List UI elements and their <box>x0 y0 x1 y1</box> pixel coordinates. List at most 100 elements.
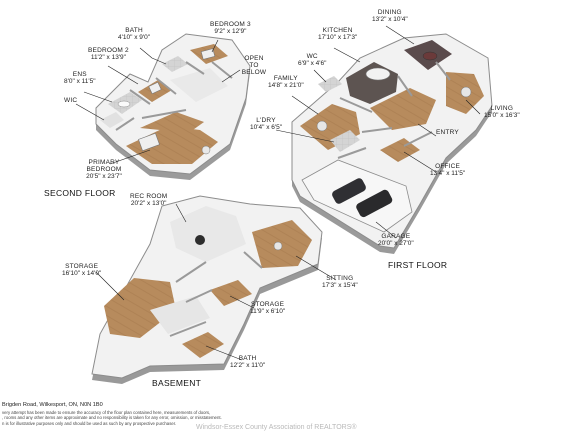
leader-rec <box>175 203 187 223</box>
label-wc: WC 6'9" x 4'6" <box>298 53 327 68</box>
label-family: FAMILY 14'8" x 21'0" <box>268 75 304 90</box>
room-dims: 11'9" x 6'10" <box>250 307 286 315</box>
room-name: BATH <box>125 27 143 34</box>
disclaimer-line-3: n is for illustrative purposes only and … <box>2 420 177 426</box>
room-name: REC ROOM <box>130 193 168 200</box>
label-storage-small: STORAGE 11'9" x 6'10" <box>250 301 286 316</box>
wc-floor <box>318 76 342 92</box>
label-open-below: OPEN TO BELOW <box>240 55 268 76</box>
garage-car-1 <box>332 178 366 204</box>
tub <box>117 100 131 108</box>
label-living: LIVING 15'0" x 16'3" <box>484 105 520 120</box>
label-garage: GARAGE 20'0" x 27'0" <box>378 233 414 248</box>
basement-interior-walls <box>169 251 263 337</box>
sitting-chair <box>273 241 283 251</box>
wic-floor <box>100 112 124 128</box>
label-bath-2f: BATH 4'10" x 9'0" <box>118 27 150 42</box>
room-dims: 6'9" x 4'6" <box>298 59 327 67</box>
bedroom2-bed <box>148 81 162 95</box>
label-bath-basement: BATH 12'2" x 11'0" <box>230 355 266 370</box>
leader-bedroom3 <box>211 39 219 53</box>
room-dims: 20'0" x 27'0" <box>378 239 414 247</box>
rec-room-table <box>195 235 205 245</box>
first-floor-plan <box>291 33 493 254</box>
disclaimer-line-1: very attempt has been made to ensure the… <box>2 410 211 415</box>
leader-kitchen <box>333 47 361 63</box>
rec-room-floor <box>170 206 246 262</box>
disclaimer: very attempt has been made to ensure the… <box>2 410 222 426</box>
first-floor-title: FIRST FLOOR <box>388 260 448 270</box>
leader-dining <box>385 25 415 45</box>
room-name: KITCHEN <box>322 27 353 34</box>
leader-lines <box>75 25 481 361</box>
leader-open-below <box>221 69 241 83</box>
label-kitchen: KITCHEN 17'10" x 17'3" <box>318 27 358 42</box>
leader-sitting <box>295 255 337 281</box>
room-name: L'DRY <box>256 117 276 124</box>
room-name: BATH <box>238 355 257 362</box>
watermark: Windsor-Essex County Association of REAL… <box>196 424 357 431</box>
room-name: STORAGE <box>65 263 99 270</box>
room-dims: 12'2" x 11'0" <box>230 361 266 369</box>
first-floor-interior-walls <box>337 61 451 159</box>
leader-bedroom2 <box>107 65 139 85</box>
label-ens: ENS 8'0" x 11'5" <box>64 71 96 86</box>
leader-office <box>403 151 437 173</box>
room-name: BEDROOM 3 <box>210 21 251 28</box>
room-name: STORAGE <box>251 301 285 308</box>
property-address: Brigden Road, Wilkesport, ON, N0N 1B0 <box>2 402 103 408</box>
room-dims: 13'2" x 10'4" <box>372 15 408 23</box>
leader-storage-big <box>95 271 125 301</box>
room-dims: 20'5" x 23'7" <box>86 172 122 180</box>
second-floor-plan <box>95 33 251 180</box>
room-name: SITTING <box>326 275 354 282</box>
second-floor-title: SECOND FLOOR <box>44 188 116 198</box>
room-dims: 15'0" x 16'3" <box>484 111 520 119</box>
basement-corridor <box>150 296 210 334</box>
foyer-floor <box>370 88 436 130</box>
room-name: PRIMARY BEDROOM <box>86 159 122 173</box>
leader-garage <box>375 221 397 239</box>
room-name: LIVING <box>490 105 514 112</box>
basement-bath-floor <box>182 332 224 358</box>
living-sofa <box>460 86 472 98</box>
room-name: GARAGE <box>381 233 411 240</box>
room-dims: 14'8" x 21'0" <box>268 81 304 89</box>
label-office: OFFICE 13'4" x 11'5" <box>430 163 466 178</box>
leader-bath-b <box>205 345 243 361</box>
sitting-floor <box>252 220 312 268</box>
room-dims: 16'10" x 14'0" <box>62 269 102 277</box>
leader-wc <box>313 69 327 83</box>
room-dims: 13'4" x 11'5" <box>430 169 466 177</box>
primary-bed <box>138 132 160 152</box>
room-name: OFFICE <box>435 163 461 170</box>
bedroom3-bed <box>200 48 216 60</box>
room-name: OPEN TO BELOW <box>241 55 267 76</box>
chair <box>201 145 211 155</box>
dining-table <box>422 51 438 61</box>
label-wic-2f: WIC <box>64 97 78 105</box>
leader-storage-small <box>229 295 255 309</box>
leader-laundry <box>275 129 335 143</box>
label-storage-big: STORAGE 16'10" x 14'0" <box>62 263 102 278</box>
room-dims: 10'4" x 6'5" <box>250 123 283 131</box>
kitchen-island <box>365 67 391 81</box>
primary-bedroom-floor-2 <box>140 112 204 132</box>
leader-primary <box>109 149 151 165</box>
hall-floor <box>170 68 228 102</box>
storage-small-floor <box>210 280 252 306</box>
basement-title: BASEMENT <box>152 378 202 388</box>
garage-floor <box>301 159 413 233</box>
leader-family <box>291 95 319 115</box>
basement-plan <box>91 195 323 384</box>
room-name: WC <box>306 53 318 60</box>
leader-living <box>465 99 481 115</box>
room-dims: 17'10" x 17'3" <box>318 33 358 41</box>
room-dims: 11'2" x 13'9" <box>90 53 126 61</box>
label-laundry: L'DRY 10'4" x 6'5" <box>250 117 283 132</box>
family-sofa <box>316 120 328 132</box>
room-name: WIC <box>64 97 78 104</box>
label-entry: ENTRY <box>436 129 459 137</box>
room-name: ENTRY <box>436 129 459 136</box>
